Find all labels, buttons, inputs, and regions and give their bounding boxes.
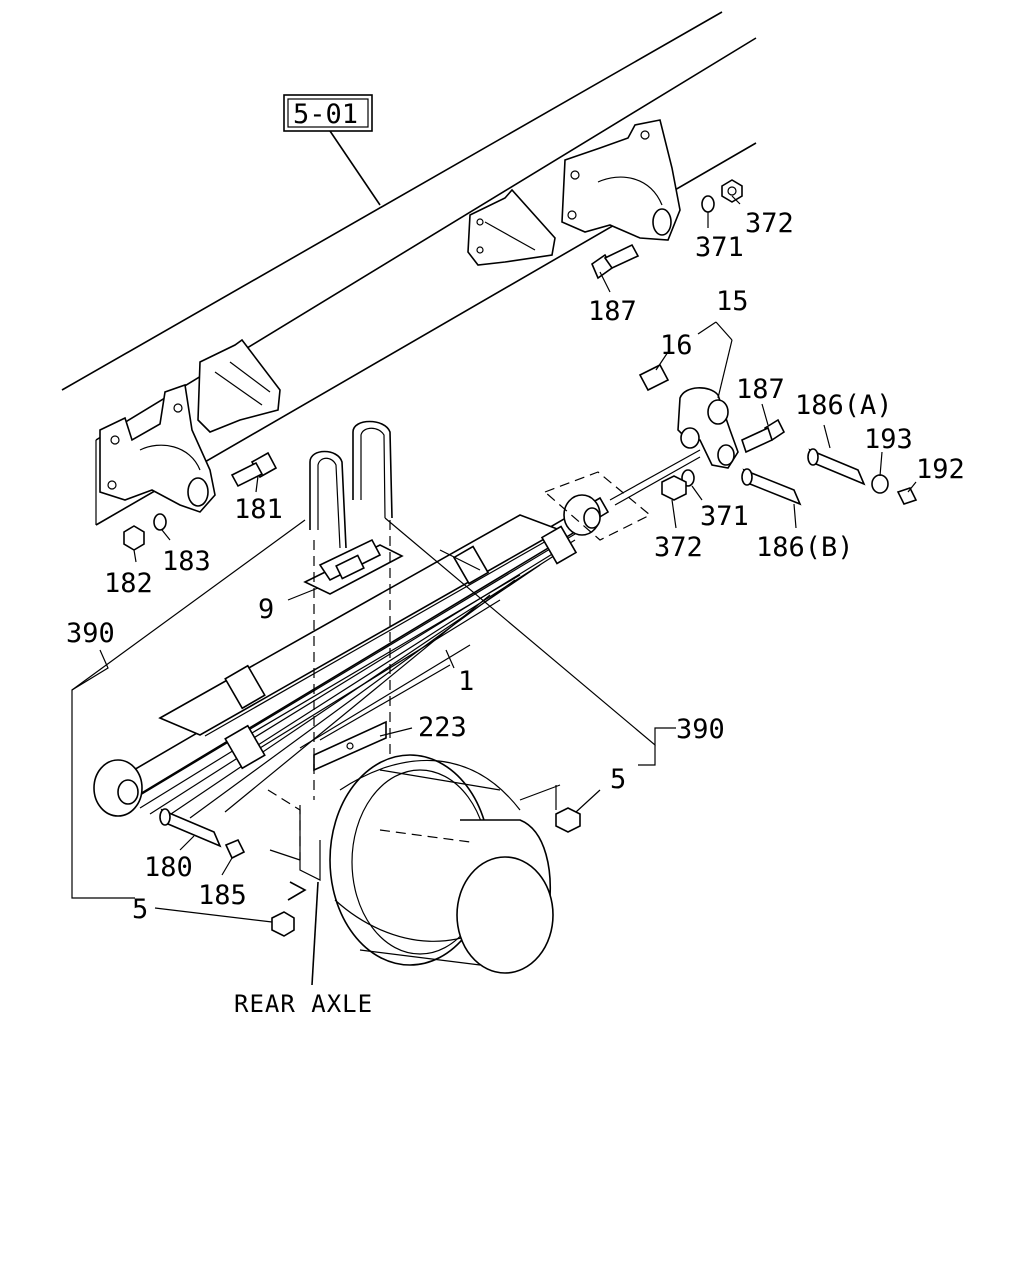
callout-15[interactable]: 15 <box>716 286 749 317</box>
callout-labels: 372 371 187 15 16 187 186(A) 193 192 181… <box>66 208 965 1018</box>
spring-spacer <box>313 720 387 772</box>
bushing-area <box>543 471 652 541</box>
callout-371-top[interactable]: 371 <box>695 232 744 263</box>
callout-186a[interactable]: 186(A) <box>795 390 893 421</box>
hardware <box>123 179 918 937</box>
callout-371-mid[interactable]: 371 <box>700 501 749 532</box>
callout-187-top[interactable]: 187 <box>588 296 637 327</box>
callout-193[interactable]: 193 <box>864 424 913 455</box>
rear-hanger-bracket <box>561 119 681 241</box>
callout-185[interactable]: 185 <box>198 880 247 911</box>
callout-223[interactable]: 223 <box>418 712 467 743</box>
front-hanger-bracket <box>99 383 216 513</box>
callout-5-left[interactable]: 5 <box>132 894 148 925</box>
callout-187-mid[interactable]: 187 <box>736 374 785 405</box>
callout-390-right[interactable]: 390 <box>676 714 725 745</box>
callout-183[interactable]: 183 <box>162 546 211 577</box>
callout-181[interactable]: 181 <box>234 494 283 525</box>
callout-182[interactable]: 182 <box>104 568 153 599</box>
callout-1[interactable]: 1 <box>458 666 474 697</box>
callout-372-top[interactable]: 372 <box>745 208 794 239</box>
callout-372-mid[interactable]: 372 <box>654 532 703 563</box>
section-reference-label: 5-01 <box>293 99 358 130</box>
rear-axle-hub <box>267 754 561 986</box>
u-bolts <box>309 420 393 870</box>
callout-192[interactable]: 192 <box>916 454 965 485</box>
spring-pad <box>303 538 404 595</box>
callout-9[interactable]: 9 <box>258 594 274 625</box>
leaf-spring <box>93 494 610 819</box>
rear-crossmember-bracket <box>467 188 556 266</box>
callout-5-right[interactable]: 5 <box>610 764 626 795</box>
section-reference[interactable]: 5-01 <box>283 94 381 206</box>
front-crossmember-bracket <box>197 338 281 433</box>
callout-180[interactable]: 180 <box>144 852 193 883</box>
callout-390-left[interactable]: 390 <box>66 618 115 649</box>
callout-186b[interactable]: 186(B) <box>756 532 854 563</box>
callout-16[interactable]: 16 <box>660 330 693 361</box>
leader-lines <box>71 195 917 923</box>
rear-axle-label: REAR AXLE <box>234 990 373 1018</box>
